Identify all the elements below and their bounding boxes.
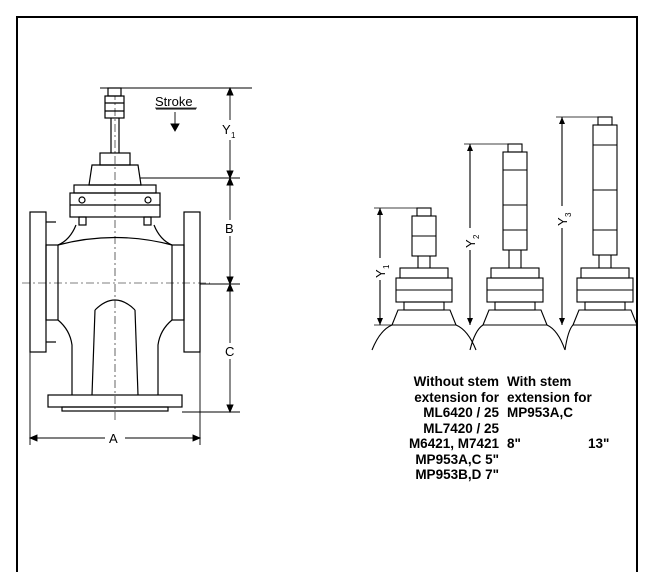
left-dimensions (28, 86, 252, 445)
y1-left-label: Y (222, 122, 231, 137)
y3-subscript: 3 (564, 212, 573, 217)
note-row-m6421: M6421, M7421 (408, 436, 499, 451)
note-row-mp953bd: MP953B,D 7" (415, 467, 499, 482)
col2-header-line2: extension for (507, 389, 592, 405)
note-row-ml6420: ML6420 / 25 (423, 405, 499, 420)
dim-c-label: C (225, 344, 234, 359)
col2-header-line1: With stem (507, 374, 572, 389)
note-value-13in: 13" (588, 436, 610, 451)
col1-header-line2: extension for (414, 389, 499, 405)
valve-body-drawing (22, 87, 210, 420)
note-row-ml7420: ML7420 / 25 (423, 420, 499, 436)
col1-header-line1: Without stem (413, 374, 499, 389)
y2-label: Y (463, 239, 478, 248)
y3-label: Y (555, 217, 570, 226)
y2-subscript: 2 (472, 234, 481, 239)
y1-right-label: Y (373, 269, 388, 278)
note-value-8in: 8" (507, 436, 521, 451)
stroke-label: Stroke (155, 94, 193, 109)
dim-b-label: B (225, 221, 234, 236)
dim-a-label: A (109, 431, 118, 446)
stem-extension-drawings (371, 116, 638, 351)
note-row-mp953ac: MP953A,C 5" (415, 451, 499, 467)
drawing-frame (16, 16, 638, 572)
y1-left-subscript: 1 (231, 131, 236, 140)
y1-right-subscript: 1 (382, 264, 391, 269)
col2-header-line3: MP953A,C (507, 405, 574, 420)
